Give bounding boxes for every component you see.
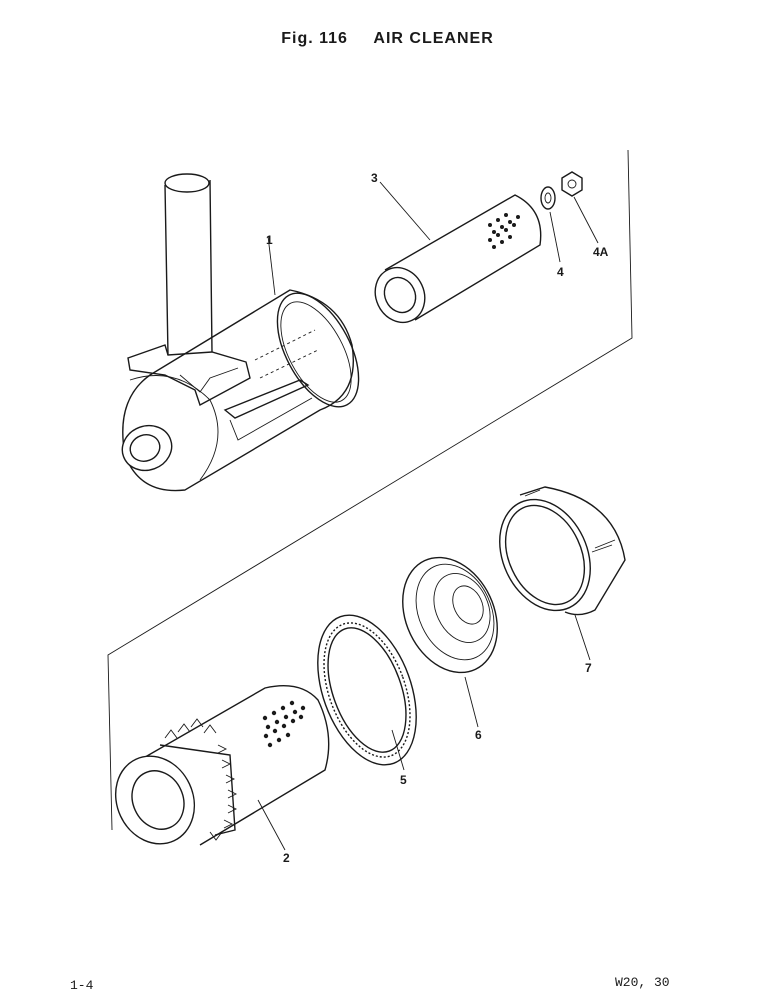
figure-caption: AIR CLEANER — [373, 30, 494, 47]
callout-4a: 4A — [593, 245, 609, 259]
callout-3: 3 — [371, 171, 378, 185]
part-2-element — [114, 685, 330, 851]
page-number: 1-4 — [70, 978, 94, 993]
callout-5: 5 — [400, 773, 407, 787]
part-6-baffle — [402, 556, 498, 728]
part-3-element — [374, 181, 542, 324]
part-4-washer — [540, 186, 561, 263]
part-3-perforation — [488, 213, 520, 249]
callout-7: 7 — [585, 661, 592, 675]
part-5-gasket — [317, 614, 417, 771]
part-2-perforation — [262, 700, 306, 748]
figure-title: Fig. 116 AIR CLEANER — [0, 30, 775, 48]
model-code: W20, 30 — [615, 975, 670, 990]
callout-4: 4 — [557, 265, 564, 279]
figure-number: Fig. 116 — [281, 30, 348, 47]
callout-2: 2 — [283, 851, 290, 865]
part-1-housing — [121, 173, 360, 492]
callout-6: 6 — [475, 728, 482, 742]
part-2-pleats — [164, 718, 238, 841]
callout-1: 1 — [266, 233, 273, 247]
part-7-cup — [499, 486, 626, 661]
assembly-boundary — [107, 149, 633, 831]
part-4a-nut — [561, 171, 599, 244]
